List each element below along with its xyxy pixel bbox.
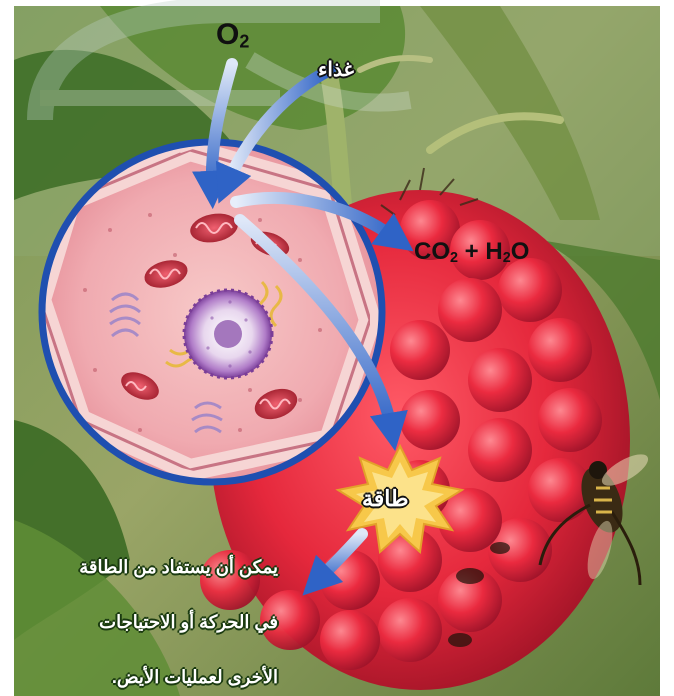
note-line: في الحركة أو الاحتياجات [20,595,278,650]
food-label: غذاء [318,57,354,82]
nucleus [184,290,272,378]
products-label: CO2 + H2O [414,238,529,266]
oxygen-label: O2 [216,18,249,53]
energy-use-note: يمكن أن يستفاد من الطاقة في الحركة أو ال… [20,540,278,696]
energy-label: طاقة [362,486,409,512]
note-line: الأخرى لعمليات الأيض. [20,650,278,696]
note-line: يمكن أن يستفاد من الطاقة [20,540,278,595]
